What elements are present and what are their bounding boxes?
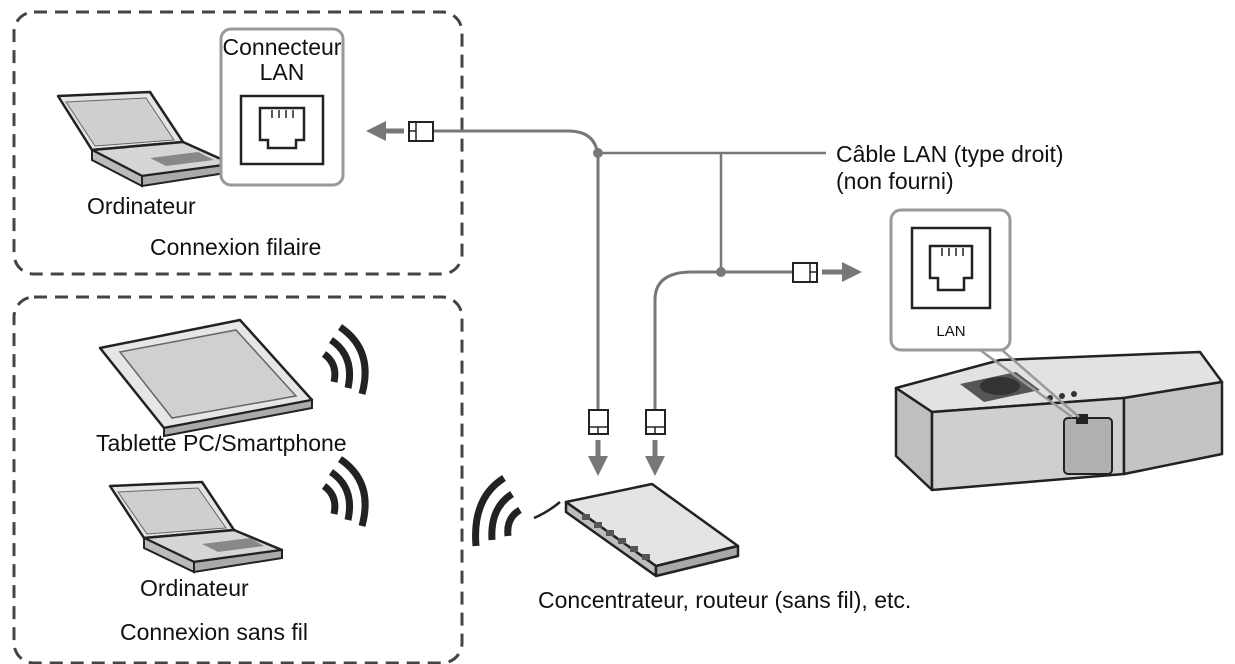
lan-connector-label-line2: LAN (260, 59, 305, 85)
rj45-plug-icon (645, 409, 666, 435)
laptop-wireless-icon (108, 480, 284, 574)
cable-to-computer (432, 129, 600, 410)
projector-icon (894, 350, 1224, 492)
computer-wired-label: Ordinateur (87, 193, 196, 219)
computer-wireless-label: Ordinateur (140, 575, 249, 601)
hub-router-icon (533, 482, 740, 578)
projector-group: LAN (889, 208, 1224, 492)
tablet-icon (98, 318, 314, 438)
hub-wifi-signal-icon (472, 475, 522, 547)
cable-junction-dot (716, 267, 726, 277)
lan-cable-label-line2: (non fourni) (836, 168, 954, 194)
callout-leader-line (1001, 349, 1080, 418)
lan-cable (366, 121, 862, 476)
wifi-signal-icon (321, 456, 369, 527)
wireless-group-border (12, 295, 464, 664)
rj45-plug-icon (792, 262, 818, 283)
wireless-connection-group: Tablette PC/Smartphone Ordinateur Connex… (12, 295, 464, 664)
cable-to-projector (653, 270, 793, 410)
rj45-plug-icon (588, 409, 609, 435)
tablet-label: Tablette PC/Smartphone (96, 430, 347, 456)
callout-leader-line (979, 348, 1073, 419)
wireless-connection-label: Connexion sans fil (120, 619, 308, 645)
wired-connection-group: Ordinateur Connexion filaire Connecteur … (12, 10, 464, 276)
cable-junction-dot (593, 148, 603, 158)
projector-lan-panel (889, 208, 1012, 352)
rj45-plug-icon (408, 121, 434, 142)
laptop-wired-icon (56, 90, 234, 188)
projector-lan-port-label: LAN (936, 323, 965, 340)
wifi-signal-icon (321, 324, 369, 395)
lan-connector-label-line1: Connecteur (223, 34, 342, 60)
wired-group-border (12, 10, 464, 276)
wired-connection-label: Connexion filaire (150, 234, 321, 260)
hub-label: Concentrateur, routeur (sans fil), etc. (538, 587, 911, 613)
lan-port-icon (910, 226, 992, 310)
lan-port-icon (239, 94, 325, 166)
lan-cable-label-line1: Câble LAN (type droit) (836, 141, 1064, 167)
